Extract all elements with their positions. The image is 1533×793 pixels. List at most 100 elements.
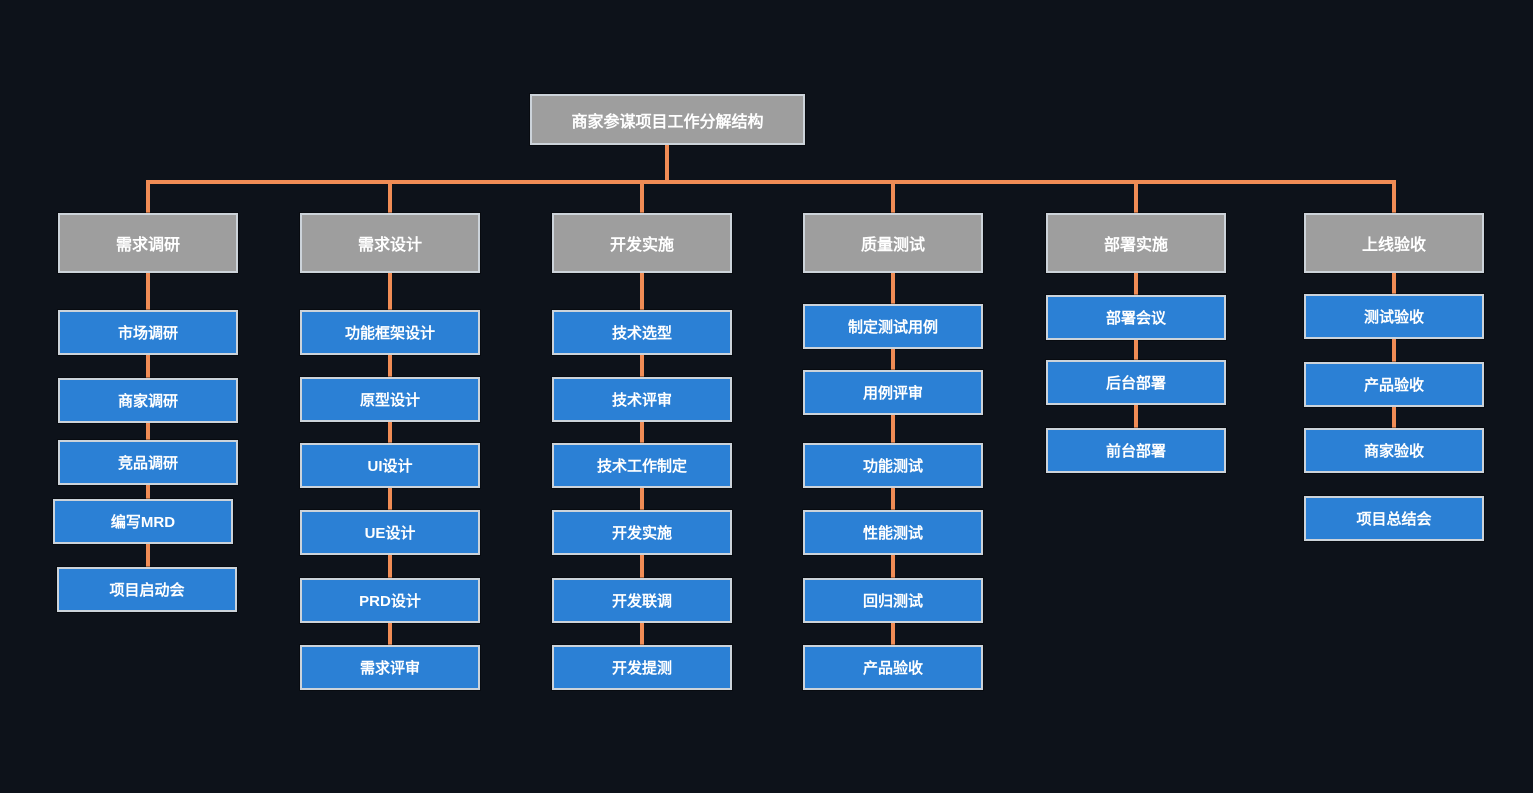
task-node-label: PRD设计	[359, 593, 421, 610]
task-connector	[891, 623, 895, 645]
task-node-label: 制定测试用例	[847, 319, 938, 336]
task-connector	[640, 273, 644, 310]
task-node-0-4[interactable]: 项目启动会	[57, 567, 237, 612]
task-node-label: 项目启动会	[109, 582, 185, 599]
task-node-1-1[interactable]: 原型设计	[300, 377, 480, 422]
branch-drop-line-3	[891, 184, 895, 213]
task-node-4-2[interactable]: 前台部署	[1046, 428, 1226, 473]
task-connector	[388, 488, 392, 510]
task-node-1-0[interactable]: 功能框架设计	[300, 310, 480, 355]
task-node-1-5[interactable]: 需求评审	[300, 645, 480, 690]
task-connector	[640, 422, 644, 443]
branch-node-label: 质量测试	[860, 237, 925, 254]
trunk-line	[146, 180, 1396, 184]
branch-drop-line-4	[1134, 184, 1138, 213]
task-node-2-1[interactable]: 技术评审	[552, 377, 732, 422]
task-node-label: 商家验收	[1363, 443, 1424, 460]
task-node-2-4[interactable]: 开发联调	[552, 578, 732, 623]
branch-node-label: 上线验收	[1361, 237, 1426, 254]
task-connector	[1392, 339, 1396, 362]
task-connector	[146, 485, 150, 499]
task-node-label: 竞品调研	[117, 455, 178, 472]
task-node-3-3[interactable]: 性能测试	[803, 510, 983, 555]
task-node-3-5[interactable]: 产品验收	[803, 645, 983, 690]
task-node-label: UE设计	[364, 525, 416, 542]
task-connector	[388, 422, 392, 443]
task-node-label: 商家调研	[117, 393, 178, 410]
root-node-label: 商家参谋项目工作分解结构	[571, 113, 764, 131]
task-connector	[1134, 273, 1138, 295]
task-node-5-2[interactable]: 商家验收	[1304, 428, 1484, 473]
task-node-label: 市场调研	[117, 325, 178, 342]
task-node-label: 回归测试	[862, 593, 923, 610]
branch-node-3[interactable]: 质量测试	[803, 213, 983, 273]
branch-drop-line-5	[1392, 184, 1396, 213]
task-node-label: 功能框架设计	[344, 325, 435, 342]
task-node-label: 功能测试	[862, 458, 923, 475]
task-node-5-3[interactable]: 项目总结会	[1304, 496, 1484, 541]
task-connector	[1134, 405, 1138, 428]
task-node-0-1[interactable]: 商家调研	[58, 378, 238, 423]
root-node[interactable]: 商家参谋项目工作分解结构	[530, 94, 805, 145]
branch-drop-line-1	[388, 184, 392, 213]
branch-node-0[interactable]: 需求调研	[58, 213, 238, 273]
task-connector	[146, 544, 150, 567]
task-connector	[640, 488, 644, 510]
task-node-1-2[interactable]: UI设计	[300, 443, 480, 488]
task-node-1-4[interactable]: PRD设计	[300, 578, 480, 623]
task-connector	[146, 423, 150, 440]
task-node-4-0[interactable]: 部署会议	[1046, 295, 1226, 340]
task-connector	[388, 355, 392, 377]
task-node-3-0[interactable]: 制定测试用例	[803, 304, 983, 349]
task-node-0-0[interactable]: 市场调研	[58, 310, 238, 355]
root-connector-line	[665, 145, 669, 180]
branch-node-1[interactable]: 需求设计	[300, 213, 480, 273]
task-node-label: 部署会议	[1105, 310, 1166, 327]
task-connector	[1134, 340, 1138, 360]
task-connector	[891, 415, 895, 443]
task-connector	[1392, 273, 1396, 294]
branch-node-5[interactable]: 上线验收	[1304, 213, 1484, 273]
task-connector	[388, 273, 392, 310]
branch-node-4[interactable]: 部署实施	[1046, 213, 1226, 273]
task-connector	[891, 273, 895, 304]
task-node-label: 编写MRD	[110, 514, 176, 531]
task-node-1-3[interactable]: UE设计	[300, 510, 480, 555]
branch-node-2[interactable]: 开发实施	[552, 213, 732, 273]
task-connector	[388, 623, 392, 645]
task-node-label: 前台部署	[1105, 443, 1166, 460]
branch-drop-line-2	[640, 184, 644, 213]
task-node-2-0[interactable]: 技术选型	[552, 310, 732, 355]
task-node-5-0[interactable]: 测试验收	[1304, 294, 1484, 339]
task-node-5-1[interactable]: 产品验收	[1304, 362, 1484, 407]
task-node-label: 开发实施	[611, 525, 672, 542]
task-connector	[388, 555, 392, 578]
branch-node-label: 开发实施	[609, 237, 674, 254]
branch-node-label: 需求调研	[115, 237, 180, 254]
task-node-label: 原型设计	[359, 392, 420, 409]
task-node-3-2[interactable]: 功能测试	[803, 443, 983, 488]
task-node-label: 开发联调	[611, 593, 672, 610]
task-connector	[146, 273, 150, 310]
task-node-3-4[interactable]: 回归测试	[803, 578, 983, 623]
task-node-4-1[interactable]: 后台部署	[1046, 360, 1226, 405]
task-connector	[891, 349, 895, 370]
task-node-label: 测试验收	[1363, 309, 1424, 326]
task-connector	[640, 355, 644, 377]
task-node-label: 用例评审	[862, 385, 923, 402]
task-node-2-5[interactable]: 开发提测	[552, 645, 732, 690]
task-node-3-1[interactable]: 用例评审	[803, 370, 983, 415]
task-node-label: 开发提测	[611, 660, 672, 677]
task-node-0-3[interactable]: 编写MRD	[53, 499, 233, 544]
task-node-label: 性能测试	[862, 525, 923, 542]
task-node-label: UI设计	[367, 458, 413, 475]
task-node-2-3[interactable]: 开发实施	[552, 510, 732, 555]
task-node-label: 产品验收	[1363, 377, 1424, 394]
branch-node-label: 部署实施	[1103, 237, 1168, 254]
task-node-label: 技术工作制定	[596, 458, 687, 475]
task-connector	[891, 488, 895, 510]
task-node-label: 需求评审	[359, 660, 420, 677]
task-node-0-2[interactable]: 竞品调研	[58, 440, 238, 485]
task-node-2-2[interactable]: 技术工作制定	[552, 443, 732, 488]
